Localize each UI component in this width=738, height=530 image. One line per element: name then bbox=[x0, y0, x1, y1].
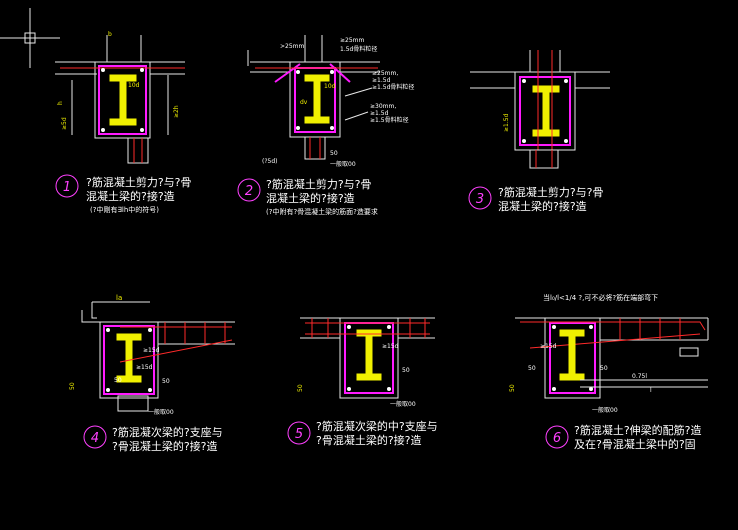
panel-1-label-b: b bbox=[108, 31, 112, 38]
panel-6-number: 6 bbox=[553, 431, 561, 446]
panel-4-detail: la ≥15d ≥15d 50 50 50 一般取00 bbox=[69, 294, 235, 416]
panel-2-label-25mm-left: >25mm bbox=[280, 43, 305, 50]
panel-2-caption: 2 ?筋混凝土剪力?与?骨 混凝土梁的?接?造 (?中附有?骨混凝土梁的筋面?造… bbox=[237, 177, 378, 216]
panel-5-label-50-right: 50 bbox=[402, 367, 410, 374]
panel-3-number-circle bbox=[468, 186, 492, 210]
panel-5-label-50-left: 50 bbox=[297, 384, 304, 392]
panel-2-label-1-5d-lower: ≥1.5d bbox=[370, 110, 389, 117]
panel-2-label-1-5d-right: ≥1.5d bbox=[372, 77, 391, 84]
panel-2-label-typical: 一般取00 bbox=[330, 160, 356, 168]
panel-2-label-aggregate-right: ≥1.5d骨料粒径 bbox=[372, 83, 414, 91]
panel-2-label-25mm-right: ≥25mm, bbox=[372, 70, 398, 77]
panel-4-caption-line1: ?筋混凝次梁的?支座与 bbox=[112, 425, 223, 439]
panel-1-number-circle bbox=[55, 174, 79, 198]
panel-4-label-15d-b: ≥15d bbox=[136, 364, 153, 371]
panel-2-caption-line1: ?筋混凝土剪力?与?骨 bbox=[266, 177, 372, 191]
panel-5-number-circle bbox=[287, 421, 311, 445]
panel-6-number-circle bbox=[545, 425, 569, 449]
panel-4-label-la: la bbox=[116, 294, 122, 302]
panel-2-label-30mm: ≥30mm, bbox=[370, 103, 396, 110]
panel-4-label-15d-a: ≥15d bbox=[143, 347, 160, 354]
panel-6-caption: 6 ?筋混凝土?伸梁的配筋?造 及在?骨混凝土梁中的?固 bbox=[545, 423, 702, 451]
panel-3-number: 3 bbox=[476, 192, 484, 207]
panel-4-number: 4 bbox=[91, 431, 99, 446]
panel-1-note: (?中剛有∃lh中的符号) bbox=[90, 205, 159, 214]
panel-4-caption-line2: ?骨混凝土梁的?接?造 bbox=[112, 439, 218, 453]
panel-6-caption-line2: 及在?骨混凝土梁中的?固 bbox=[574, 437, 696, 451]
panel-4-label-50-mid: 50 bbox=[114, 377, 122, 384]
panel-1-caption-line1: ?筋混凝土剪力?与?骨 bbox=[86, 175, 192, 189]
panel-6-caption-line1: ?筋混凝土?伸梁的配筋?造 bbox=[574, 423, 702, 437]
panel-2-label-5d: (?5d) bbox=[262, 158, 278, 165]
panel-6-label-15d: ≥15d bbox=[540, 343, 557, 350]
panel-4-label-50-right: 50 bbox=[162, 378, 170, 385]
panel-5-number: 5 bbox=[295, 427, 303, 442]
panel-3-detail: ≥1.5d bbox=[470, 50, 610, 169]
cad-crosshair-cursor bbox=[0, 8, 60, 68]
panel-4-number-circle bbox=[83, 425, 107, 449]
panel-2-label-aggregate-lower: ≥1.5骨料粒径 bbox=[370, 116, 409, 124]
panel-4-label-typical: 一般取00 bbox=[148, 408, 174, 416]
panel-1-label-10d: 10d bbox=[128, 82, 140, 89]
panel-3-label-1-5d: ≥1.5d bbox=[503, 113, 510, 132]
panel-4-caption: 4 ?筋混凝次梁的?支座与 ?骨混凝土梁的?接?造 bbox=[83, 425, 223, 453]
panel-2-label-25mm-top: ≥25mm bbox=[340, 37, 365, 44]
panel-1-label-5d: ≥5d bbox=[61, 117, 68, 130]
panel-6-label-075l: 0.75l bbox=[632, 373, 647, 380]
panel-5-detail: ≥15d 50 50 一般取00 bbox=[297, 317, 435, 408]
panel-1-detail: b 10d h ≥5d ≥2h bbox=[55, 31, 185, 164]
panel-1-label-2h: ≥2h bbox=[173, 105, 180, 118]
panel-6-label-50-left: 50 bbox=[509, 384, 516, 392]
panel-2-number: 2 bbox=[245, 184, 253, 199]
panel-2-caption-line2: 混凝土梁的?接?造 bbox=[266, 191, 355, 205]
panel-3-caption-line1: ?筋混凝土剪力?与?骨 bbox=[498, 185, 604, 199]
panel-1-caption: 1 ?筋混凝土剪力?与?骨 混凝土梁的?接?造 (?中剛有∃lh中的符号) bbox=[55, 174, 192, 214]
panel-5-label-15d: ≥15d bbox=[382, 343, 399, 350]
panel-6-label-typical: 一般取00 bbox=[592, 406, 618, 414]
panel-2-label-aggregate-top: 1.5d骨料粒径 bbox=[340, 45, 377, 53]
panel-5-caption: 5 ?筋混凝次梁的中?支座与 ?骨混凝土梁的?接?造 bbox=[287, 419, 438, 447]
panel-6-detail: 当l₀/l<1/4 ?,可不必将?筋在端部弯下 ≥15d 50 50 0.75l… bbox=[509, 293, 709, 414]
panel-6-label-l: l bbox=[650, 387, 652, 394]
panel-2-label-dv: dv bbox=[300, 99, 308, 106]
panel-2-number-circle bbox=[237, 178, 261, 202]
panel-1-number: 1 bbox=[63, 180, 71, 195]
panel-1-caption-line2: 混凝土梁的?接?造 bbox=[86, 189, 175, 203]
panel-2-label-10d: 10d bbox=[324, 83, 336, 90]
panel-6-label-50-a: 50 bbox=[528, 365, 536, 372]
panel-6-top-note: 当l₀/l<1/4 ?,可不必将?筋在端部弯下 bbox=[543, 293, 658, 302]
panel-4-label-50-left: 50 bbox=[69, 382, 76, 390]
panel-3-caption: 3 ?筋混凝土剪力?与?骨 混凝土梁的?接?造 bbox=[468, 185, 604, 213]
panel-5-label-typical: 一般取00 bbox=[390, 400, 416, 408]
panel-1-label-h: h bbox=[57, 101, 64, 105]
panel-5-caption-line1: ?筋混凝次梁的中?支座与 bbox=[316, 419, 438, 433]
panel-2-note: (?中附有?骨混凝土梁的筋面?造要求 bbox=[266, 207, 378, 216]
panel-2-detail: >25mm ≥25mm 1.5d骨料粒径 ≥25mm, ≥1.5d ≥1.5d骨… bbox=[247, 35, 414, 168]
panel-2-label-50: 50 bbox=[330, 150, 338, 157]
panel-5-caption-line2: ?骨混凝土梁的?接?造 bbox=[316, 433, 422, 447]
panel-3-caption-line2: 混凝土梁的?接?造 bbox=[498, 199, 587, 213]
panel-6-label-50-b: 50 bbox=[600, 365, 608, 372]
